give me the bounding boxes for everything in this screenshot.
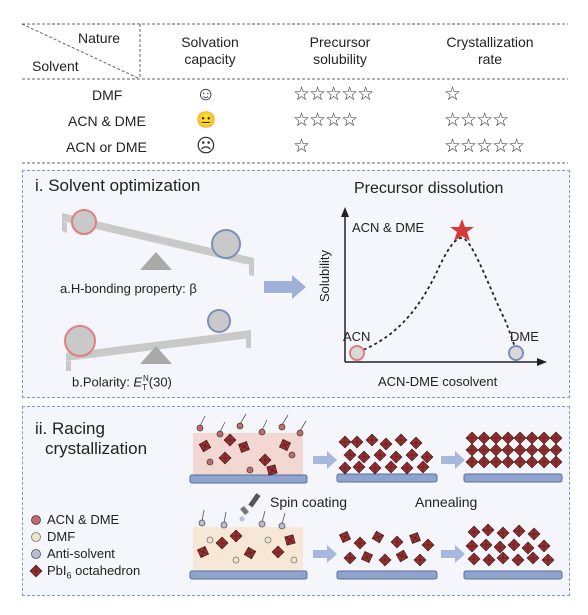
corner-bottom-label: Solvent <box>32 58 79 74</box>
right-arrow-icon <box>264 275 306 299</box>
dropper-icon <box>239 493 261 522</box>
panel1-subtitle: Precursor dissolution <box>354 180 504 197</box>
film-stage-partial-bottom <box>336 529 438 580</box>
corner-top-label: Nature <box>78 30 121 46</box>
dmf-legend-icon <box>31 532 41 542</box>
row-solvent-label: ACN or DME <box>66 139 147 155</box>
star-icon <box>450 219 474 241</box>
acn-dme-legend-icon <box>31 515 41 525</box>
sad-face-icon: ☹ <box>196 136 216 157</box>
happy-face-icon: ☺ <box>196 84 216 105</box>
dme-label: DME <box>510 329 539 344</box>
seesaw-b <box>64 309 251 371</box>
rate-stars: ☆☆☆☆ <box>444 110 509 131</box>
legend-pbi6: PbI6 octahedron <box>47 563 141 581</box>
film-stage-final-bottom <box>463 523 563 580</box>
film-stage-wet-bottom <box>189 493 308 580</box>
seesaw-a <box>62 209 254 276</box>
right-arrow-icon <box>313 545 337 563</box>
panel2-title: ii. Racing crystallization <box>35 419 148 458</box>
panel1-title: i. Solvent optimization <box>35 176 201 195</box>
graph-x-label: ACN-DME cosolvent <box>378 374 498 389</box>
table-lines <box>21 23 568 164</box>
rate-stars: ☆ <box>444 84 461 105</box>
neutral-face-icon: 😐 <box>196 112 216 129</box>
legend-dmf: DMF <box>47 529 76 544</box>
legend-anti-solvent: Anti-solvent <box>47 546 115 561</box>
right-arrow-icon <box>441 545 465 563</box>
film-stage-final-top <box>463 431 563 483</box>
acn-label: ACN <box>343 329 371 344</box>
legend-acn-dme: ACN & DME <box>47 512 120 527</box>
film-stage-wet-top <box>189 413 308 484</box>
row-solvent-label: DMF <box>92 87 123 103</box>
label-polarity: b.Polarity: ETN(30) <box>72 374 172 392</box>
solubility-graph <box>341 207 547 366</box>
pbi6-legend-icon <box>29 564 43 578</box>
solubility-stars: ☆☆☆☆☆ <box>293 84 374 105</box>
anti-solvent-legend-icon <box>31 549 41 559</box>
label-h-bonding: a.H-bonding property: β <box>60 281 197 296</box>
peak-label: ACN & DME <box>352 220 425 235</box>
solubility-stars: ☆☆☆☆ <box>293 110 358 131</box>
right-arrow-icon <box>441 451 465 469</box>
film-stage-partial-top <box>336 433 438 483</box>
right-arrow-icon <box>313 451 337 469</box>
annealing-label: Annealing <box>415 494 478 510</box>
solubility-stars: ☆ <box>293 136 310 157</box>
rate-stars: ☆☆☆☆☆ <box>444 136 525 157</box>
spin-coating-label: Spin coating <box>270 494 348 510</box>
row-solvent-label: ACN & DME <box>68 113 146 129</box>
